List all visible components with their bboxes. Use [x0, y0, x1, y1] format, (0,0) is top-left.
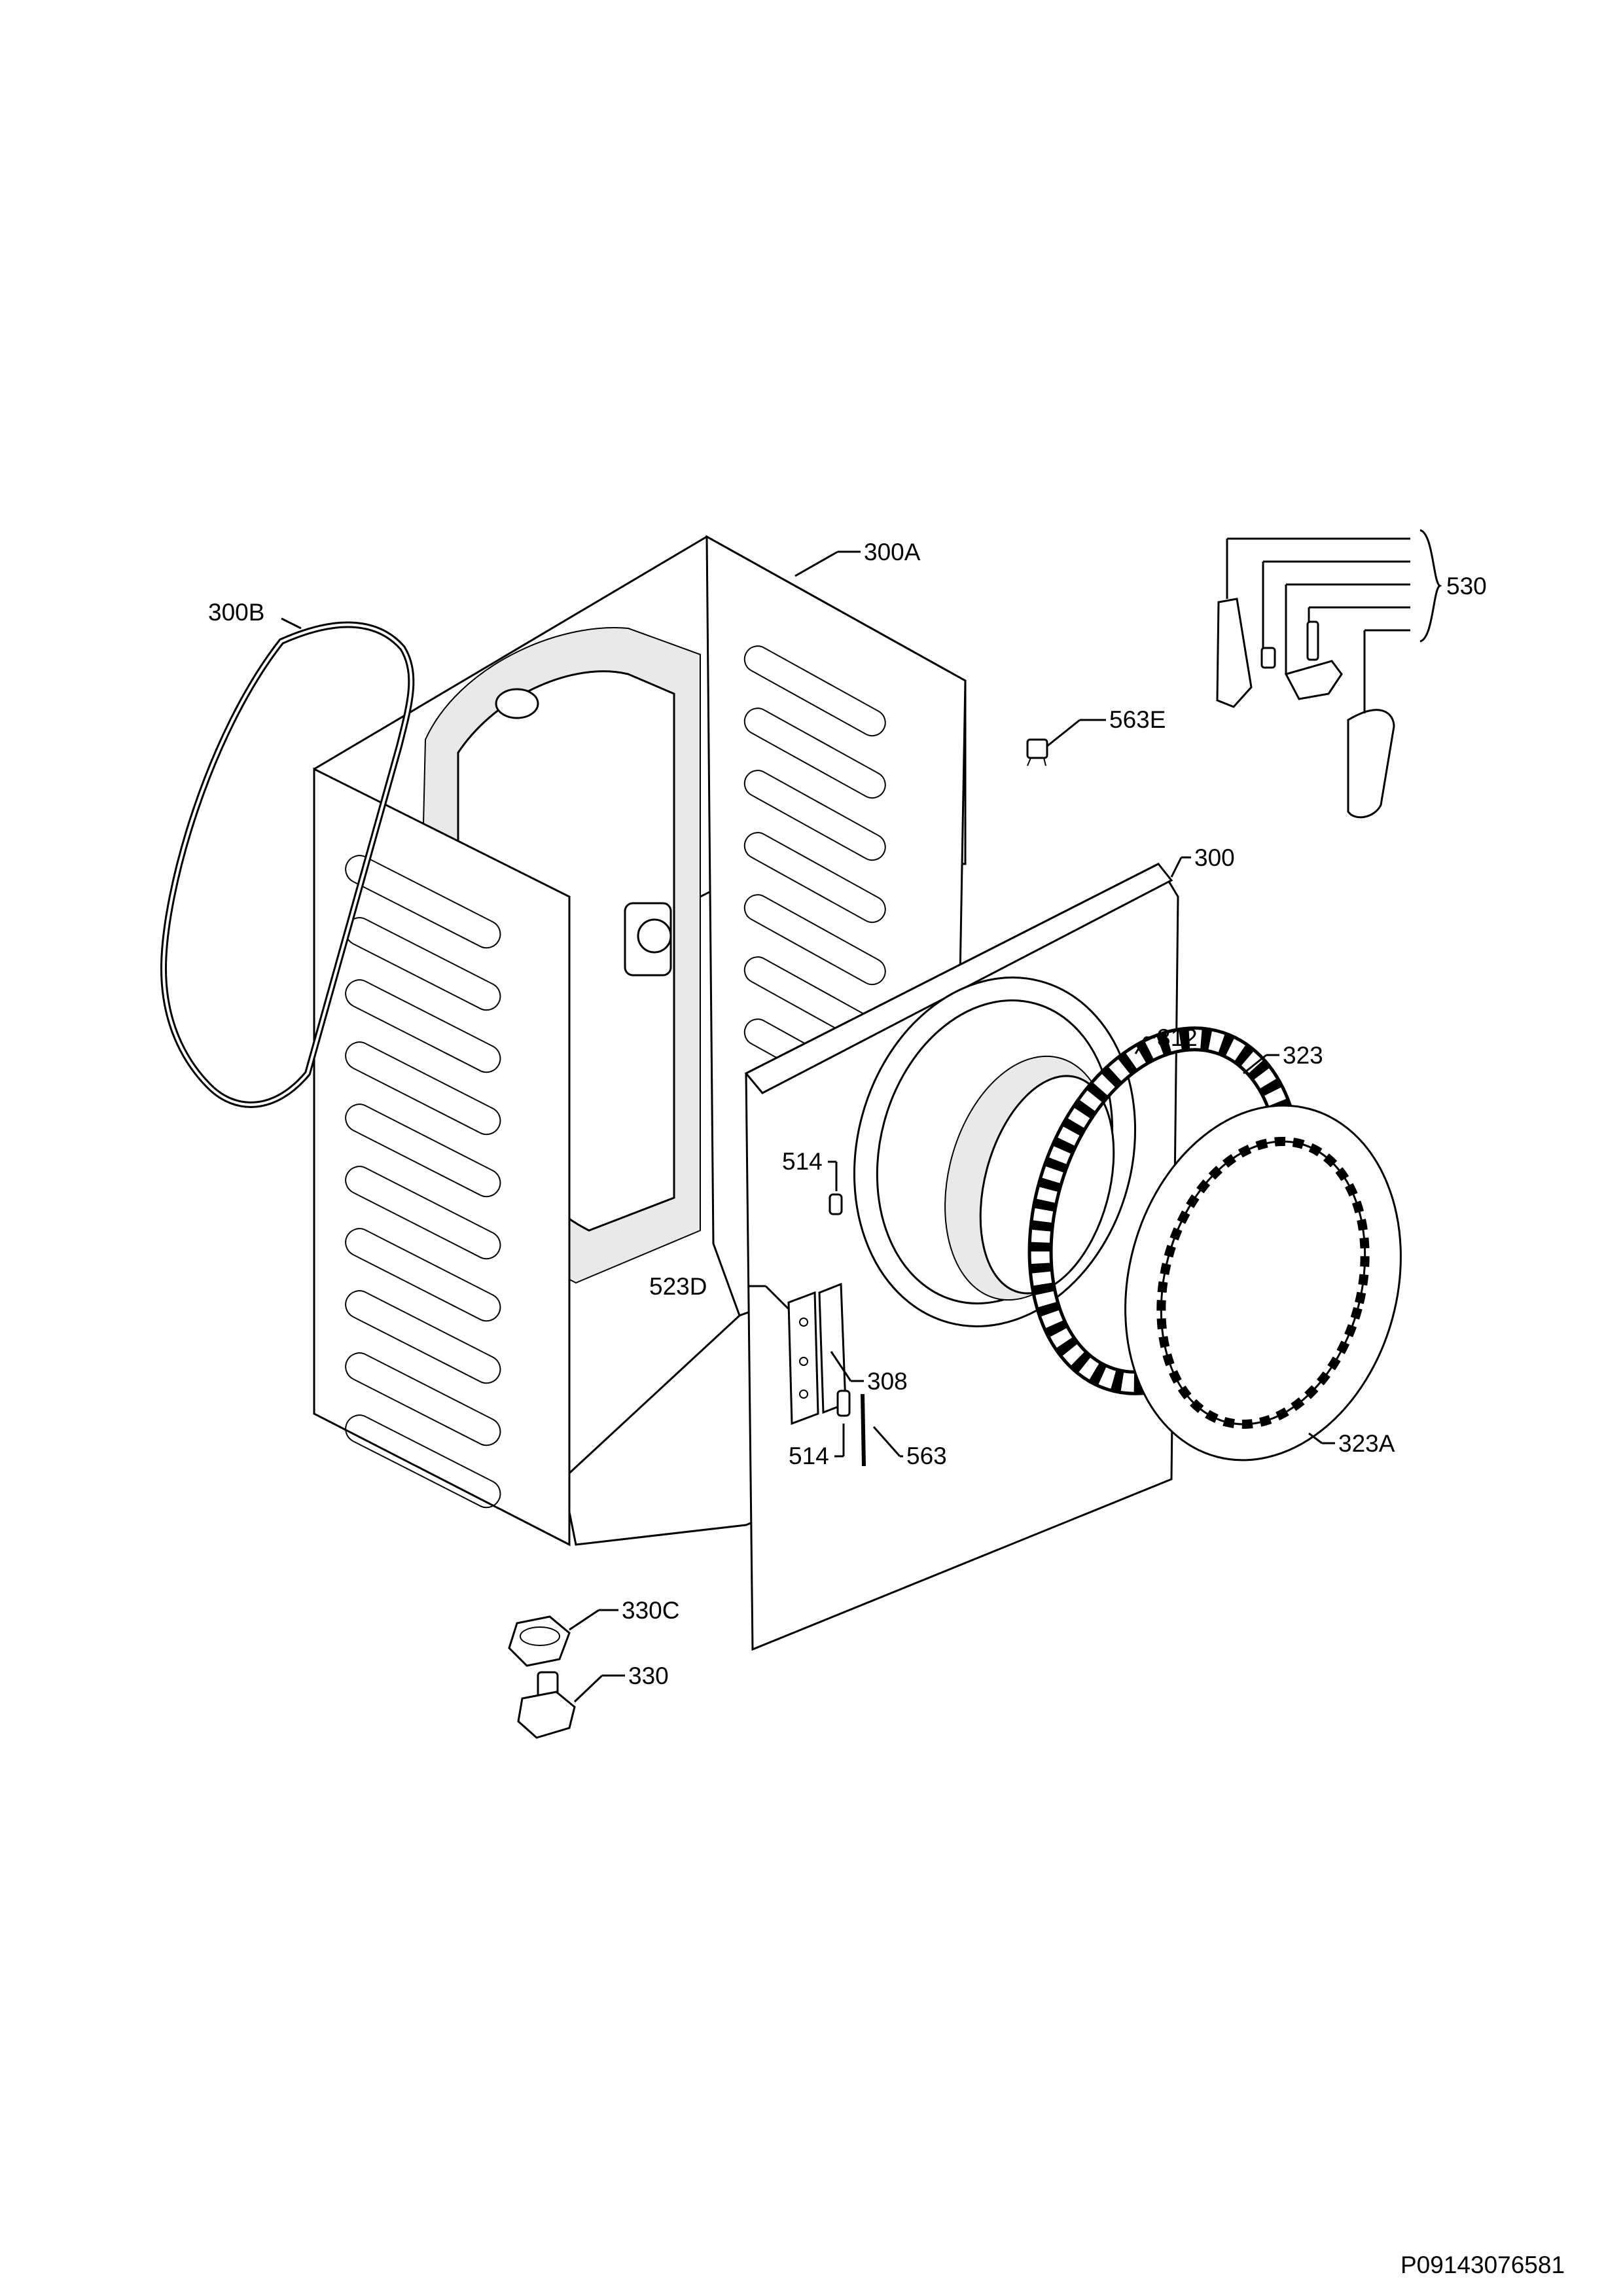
label-323: 323 [1283, 1042, 1323, 1069]
label-300B: 300B [208, 599, 264, 626]
label-300: 300 [1194, 844, 1235, 871]
label-300A: 300A [864, 539, 921, 565]
label-563: 563 [906, 1443, 947, 1469]
door-seal-300B [160, 621, 415, 1108]
drawing-code: P09143076581 [1400, 2251, 1565, 2278]
pin-563 [861, 1393, 866, 1467]
screw-514-upper [829, 1193, 843, 1215]
label-514-upper: 514 [782, 1148, 823, 1175]
label-523D: 523D [649, 1273, 707, 1300]
label-312: 312 [1157, 1024, 1198, 1051]
part-labels: 300A 300B 530 563E 300 312 323 514 523D … [208, 539, 1487, 1689]
label-514-lower: 514 [789, 1443, 829, 1469]
label-330C: 330C [622, 1597, 679, 1624]
leader-lines [281, 550, 1335, 1703]
nut-330C [508, 1615, 571, 1667]
label-323A: 323A [1338, 1430, 1395, 1457]
hinge-523D [787, 1282, 847, 1426]
part-563E [1026, 738, 1048, 766]
foot-330 [517, 1671, 576, 1739]
cabinet-300A [313, 535, 967, 1547]
left-panel-vents [345, 855, 501, 1509]
handle-kit-530 [1216, 529, 1442, 819]
label-563E: 563E [1109, 706, 1166, 733]
screw-514-lower [836, 1390, 851, 1417]
label-308: 308 [867, 1368, 908, 1395]
label-530: 530 [1446, 573, 1487, 600]
door-outer-ring-323A [1124, 1104, 1402, 1462]
label-330: 330 [628, 1662, 669, 1689]
